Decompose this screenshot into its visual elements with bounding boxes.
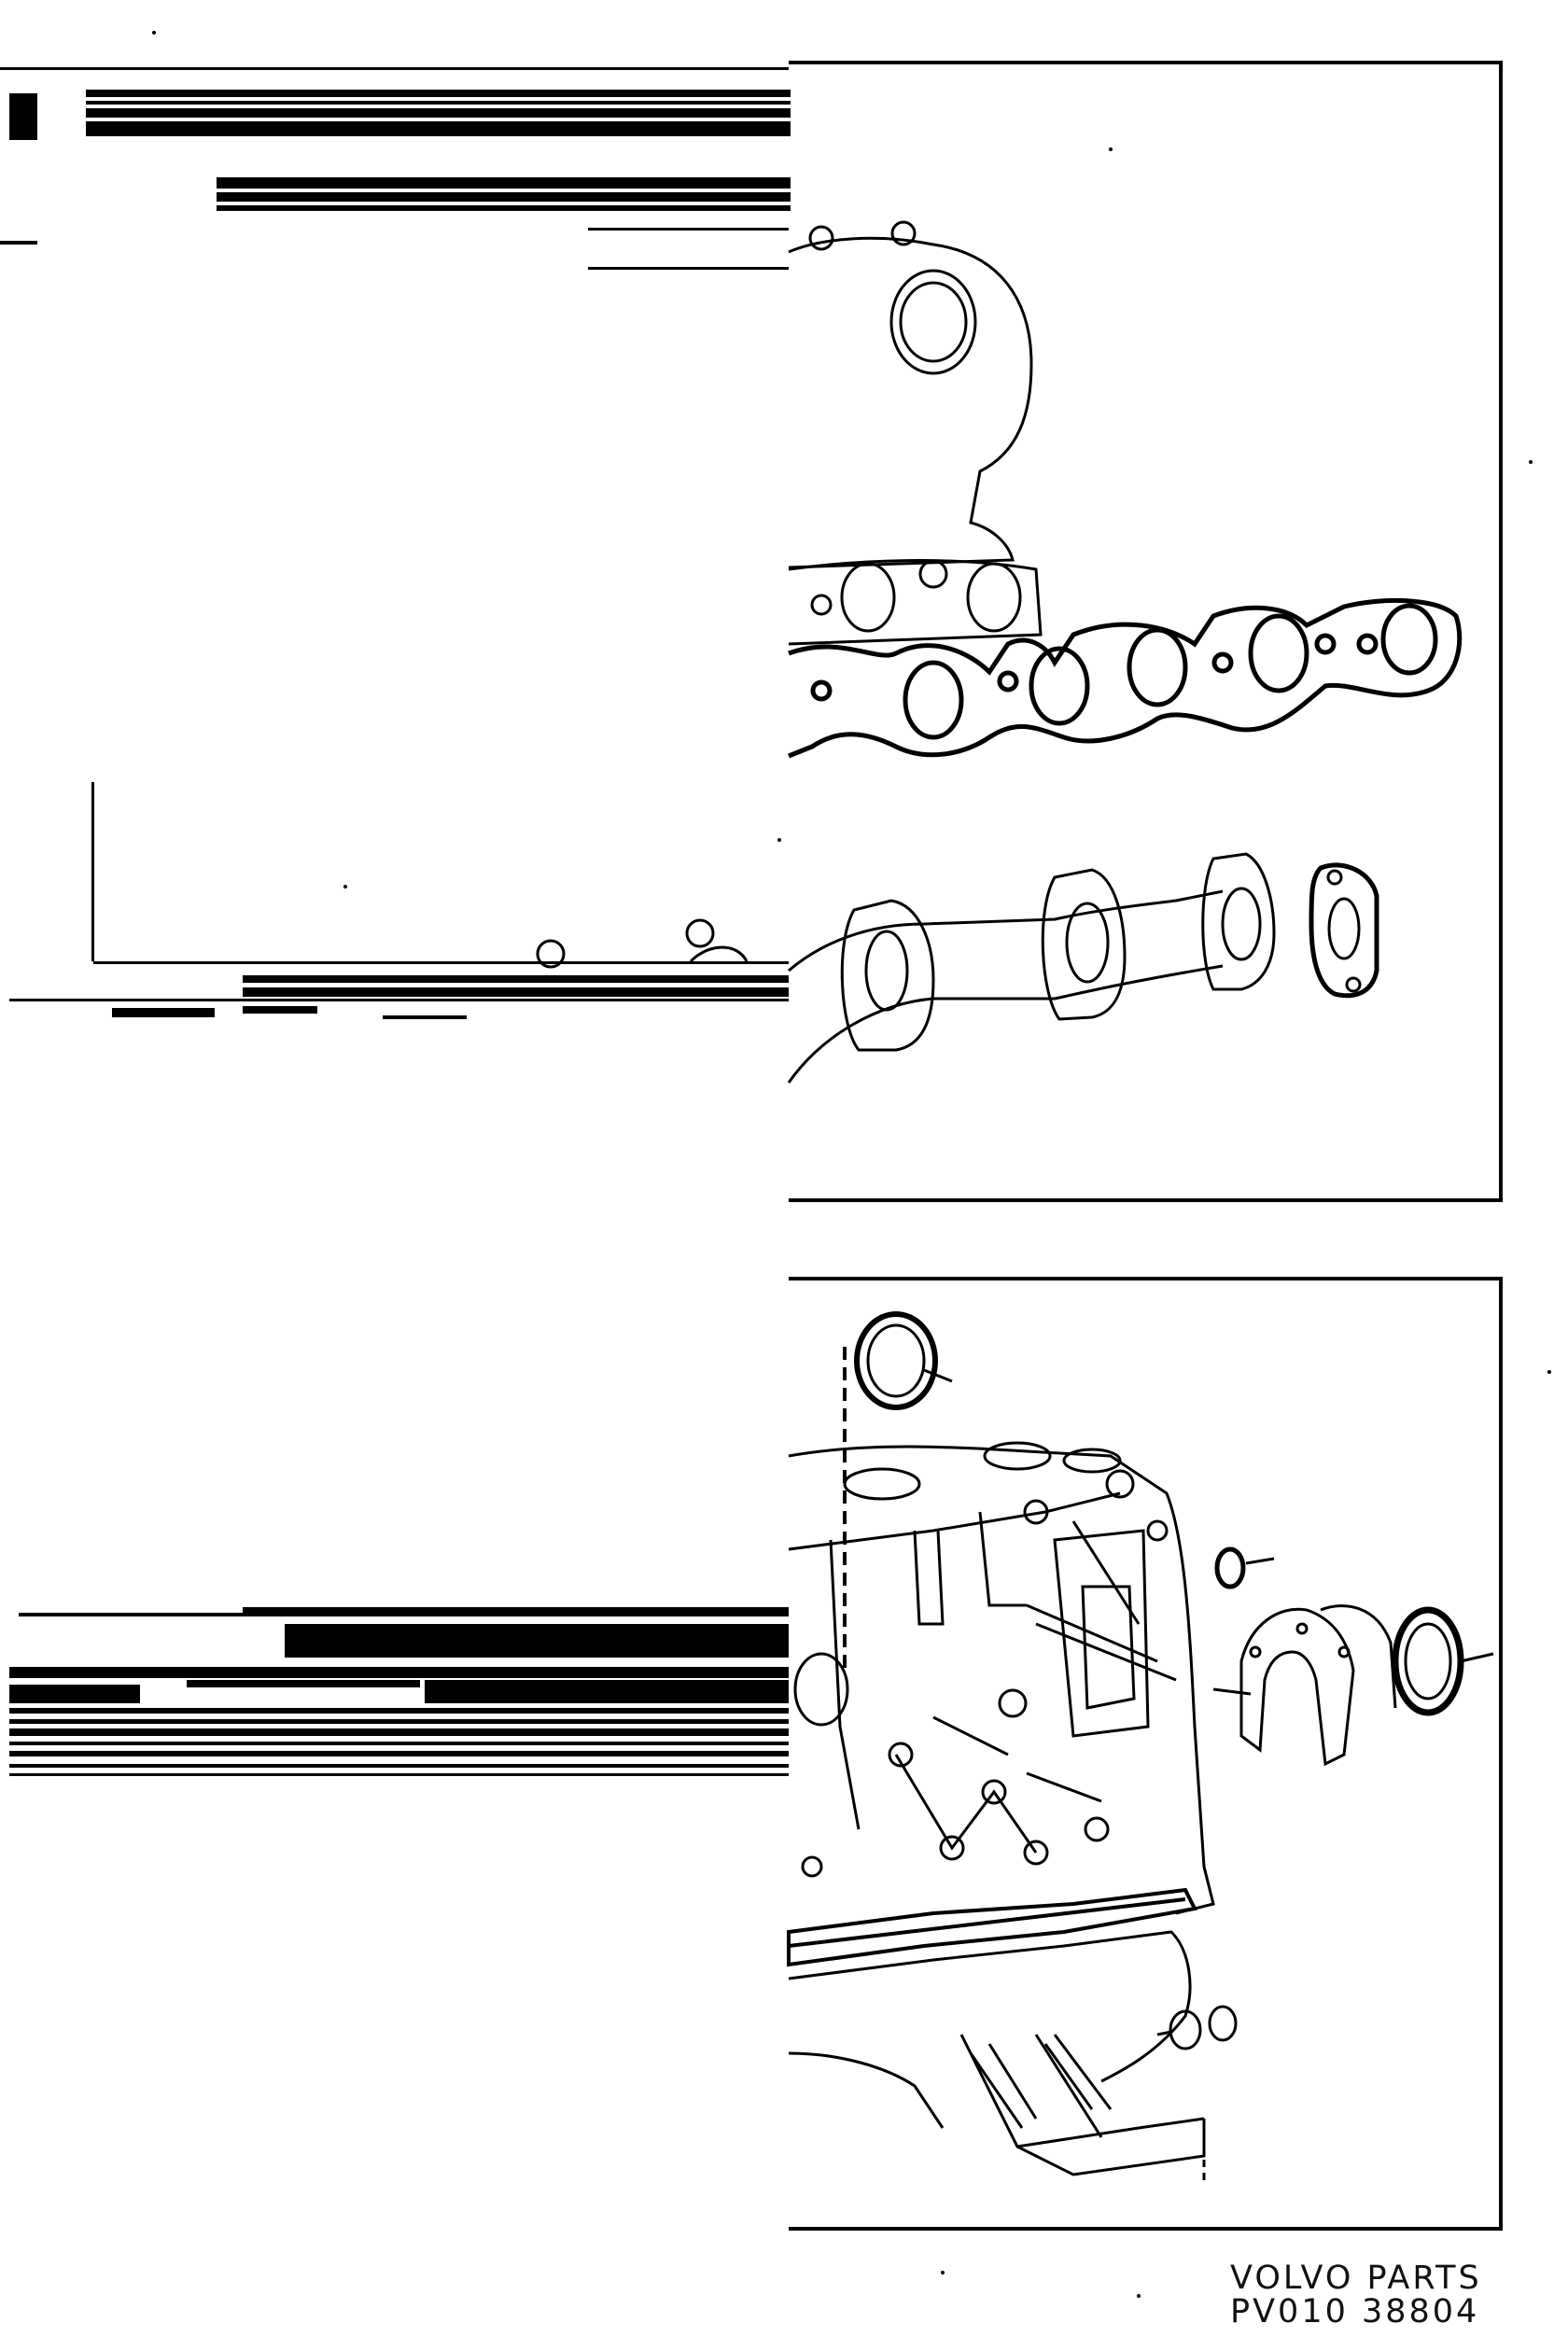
front-seal [843, 1311, 953, 1671]
scan-artifacts-top [0, 67, 791, 1019]
engine-block-panel [787, 1277, 1503, 2231]
oil-pan-gasket [787, 1887, 1197, 1967]
exhaust-gasket [1309, 862, 1379, 999]
exhaust-manifold [536, 852, 1379, 1084]
panel-border [789, 1277, 1503, 2231]
manifold-gasket [788, 597, 1463, 759]
footer-brand: VOLVO PARTS [1230, 2260, 1482, 2297]
manifold-panel [536, 61, 1503, 1202]
rear-seal [1392, 1606, 1494, 1716]
scan-artifacts-bottom [9, 1607, 789, 1776]
drain-plug [1156, 2005, 1238, 2050]
small-seal [1214, 1546, 1275, 1589]
footer-part-number: PV010 38804 [1230, 2293, 1480, 2330]
scan-specks [152, 31, 1551, 2298]
panel-border [789, 61, 1503, 1202]
rear-seal-retainer [1212, 1604, 1397, 1767]
cylinder-block [788, 1441, 1215, 1915]
intake-manifold [788, 220, 1043, 646]
oil-pan [788, 1930, 1206, 2184]
